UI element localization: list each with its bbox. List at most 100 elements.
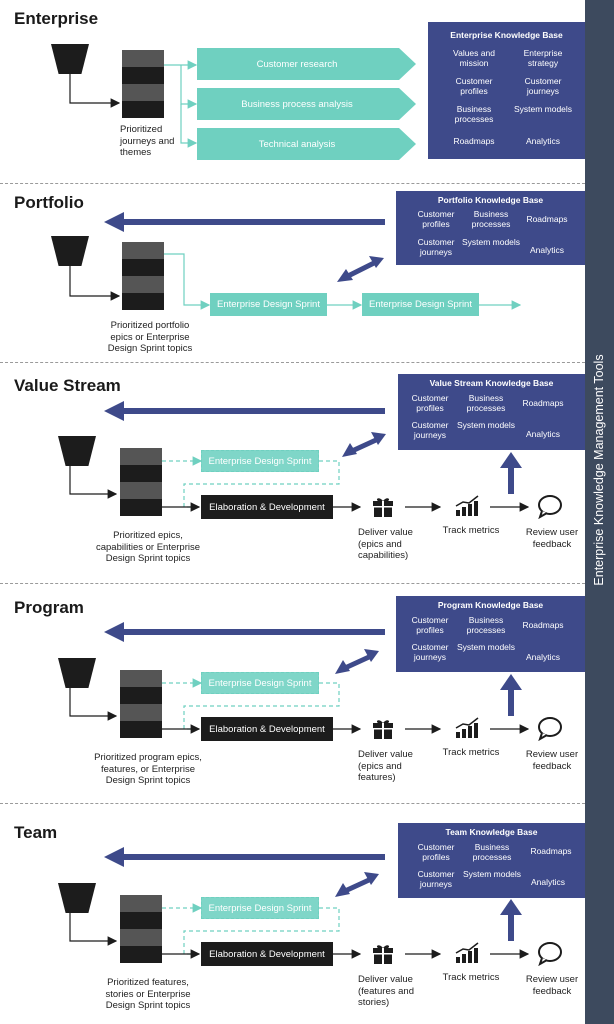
enterprise-design-sprint: Enterprise Design Sprint [201,897,319,919]
deliver-value-caption: Deliver value (features and stories) [358,974,414,1008]
funnel-icon [58,658,96,688]
kb-item: System models [456,642,516,652]
kb-item: Customer profiles [417,842,455,862]
backlog-stack-icon [122,242,164,310]
kb-item: Customer profiles [411,393,449,413]
kb-item: Analytics [529,245,564,255]
speech-bubble-icon [538,942,562,966]
track-metrics-caption: Track metrics [442,972,500,983]
funnel-connector [69,72,121,108]
kb-item: Customer journeys [524,76,562,96]
kb-item: Customer profiles [455,76,493,96]
enterprise-design-sprint: Enterprise Design Sprint [362,293,479,316]
level-title-enterprise: Enterprise [14,9,99,28]
elaboration-development: Elaboration & Development [201,942,333,966]
backlog-caption: Prioritized features, stories or Enterpr… [105,977,191,1011]
kb-item: Business processes [471,209,511,229]
kb-item: Business processes [466,615,506,635]
portfolio-knowledge-base: Portfolio Knowledge Base Customer profil… [396,191,585,265]
track-technical-analysis: Technical analysis [258,138,336,150]
divider [0,183,585,184]
kb-title: Enterprise Knowledge Base [450,30,563,40]
enterprise-design-sprint: Enterprise Design Sprint [201,672,319,694]
backlog-stack-icon [120,670,162,738]
kb-item: Roadmaps [522,398,564,408]
chart-icon [455,942,479,963]
funnel-icon [58,883,96,913]
backlog-caption: Prioritized journeys and themes [120,124,175,158]
kb-item: Business processes [466,393,506,413]
level-title-value-stream: Value Stream [14,376,121,395]
kb-title: Portfolio Knowledge Base [437,195,544,205]
enterprise-design-sprint: Enterprise Design Sprint [201,450,319,472]
backlog-stack-icon [120,448,162,516]
kb-item: Customer journeys [411,642,449,662]
sync-arrow [346,260,376,279]
backlog-stack-icon [120,895,162,963]
gift-icon [373,945,393,964]
backlog-caption: Prioritized epics, capabilities or Enter… [95,530,201,564]
divider [0,803,585,804]
gift-icon [373,720,393,739]
kb-item: Values and mission [453,48,495,68]
elaboration-development: Elaboration & Development [201,717,333,741]
kb-item: Business processes [454,104,494,124]
review-feedback-caption: Review user feedback [525,527,579,550]
backlog-caption: Prioritized portfolio epics or Enterpris… [107,320,193,354]
enterprise-knowledge-base: Enterprise Knowledge Base Values and mis… [428,22,585,159]
elaboration-development: Elaboration & Development [201,495,333,519]
speech-bubble-icon [538,495,562,519]
track-chevrons [197,48,416,160]
kb-item: System models [461,237,521,247]
feedback-arrow-head [104,212,124,232]
value-stream-knowledge-base: Value Stream Knowledge Base Customer pro… [398,374,585,450]
review-feedback-caption: Review user feedback [525,974,579,997]
sprint-loop [183,460,340,508]
funnel-connector [69,913,118,946]
deliver-value-caption: Deliver value (epics and features) [358,749,413,783]
speech-bubble-icon [538,717,562,741]
track-metrics-caption: Track metrics [442,747,500,758]
kb-item: Analytics [530,877,565,887]
kb-item: Analytics [525,652,560,662]
kb-item: Customer profiles [411,615,449,635]
kb-item: Roadmaps [522,620,564,630]
kb-item: Customer journeys [417,869,455,889]
funnel-connector [69,466,118,499]
track-connector [180,65,198,109]
kb-item: Roadmaps [453,136,495,146]
kb-item: Business processes [472,842,512,862]
kb-item: Roadmaps [526,214,568,224]
kb-item: Customer profiles [417,209,455,229]
level-title-portfolio: Portfolio [14,193,84,212]
kb-item: Customer journeys [411,420,449,440]
deliver-value-caption: Deliver value (epics and capabilities) [358,527,413,561]
chart-icon [455,495,479,516]
kb-item: Enterprise strategy [523,48,563,68]
enterprise-design-sprint: Enterprise Design Sprint [210,293,327,316]
funnel-icon [58,436,96,466]
chart-icon [455,717,479,738]
program-knowledge-base: Program Knowledge Base Customer profiles… [396,596,585,672]
kb-item: Customer journeys [417,237,455,257]
team-knowledge-base: Team Knowledge Base Customer profiles Bu… [398,823,585,898]
kb-title: Team Knowledge Base [445,827,538,837]
kb-item: System models [513,104,573,114]
gift-icon [373,498,393,517]
divider [0,362,585,363]
divider [0,583,585,584]
backlog-stack-icon [122,50,164,118]
kb-item: Roadmaps [530,846,572,856]
track-customer-research: Customer research [256,58,338,70]
sync-arrow [350,437,378,454]
funnel-connector [69,688,118,721]
backlog-caption: Prioritized program epics, features, or … [94,752,202,786]
track-business-process-analysis: Business process analysis [241,98,353,110]
level-title-team: Team [14,823,58,842]
level-title-program: Program [14,598,84,617]
sidebar-label: Enterprise Knowledge Management Tools [592,354,606,586]
sidebar [585,0,614,1024]
kb-item: System models [462,869,522,879]
review-feedback-caption: Review user feedback [525,749,579,772]
track-metrics-caption: Track metrics [442,525,500,536]
